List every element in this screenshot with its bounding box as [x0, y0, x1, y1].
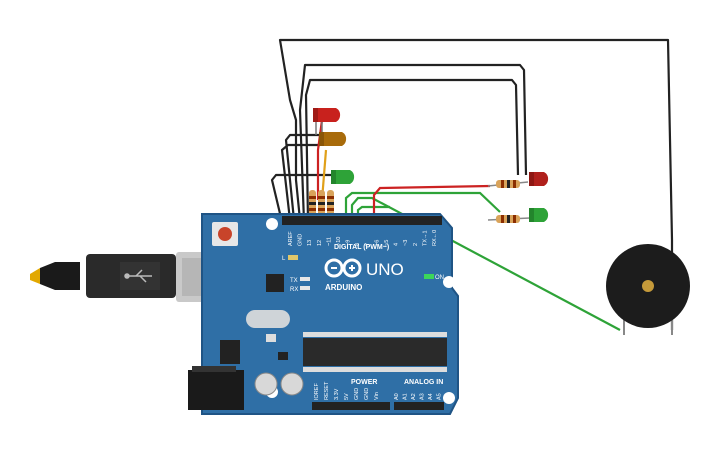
on-indicator [424, 274, 434, 279]
on-label: ON [435, 275, 444, 281]
atmega-chip [303, 332, 447, 372]
pin-label: IOREF [314, 383, 320, 400]
pin-label: 5V [344, 393, 350, 400]
pin-label: A0 [394, 393, 400, 400]
pin-label: TX→1 [422, 230, 428, 246]
uno-label: UNO [366, 260, 404, 279]
small-component-2 [278, 352, 288, 360]
pin-label: ~3 [403, 240, 409, 246]
pin-label: AREF [288, 231, 294, 246]
pin-label: Vin [374, 392, 380, 400]
led-green-right[interactable] [529, 208, 549, 222]
led-green-left[interactable] [331, 170, 355, 184]
wires-red[interactable] [316, 119, 491, 222]
voltage-regulator [220, 340, 240, 364]
usb-chip [266, 274, 284, 292]
pin-label: A2 [411, 393, 417, 400]
arduino-label: ARDUINO [325, 283, 362, 292]
pin-label: ~11 [326, 237, 332, 246]
tx-label: TX [290, 278, 298, 284]
pin-label: RX←0 [432, 230, 438, 246]
digital-label: DIGITAL (PWM~) [334, 244, 389, 251]
resistors-left[interactable] [309, 190, 334, 216]
led-red-left[interactable] [313, 108, 341, 135]
pin-label: GND [354, 388, 360, 400]
capacitors [254, 372, 304, 396]
rx-label: RX [290, 287, 298, 293]
pin-label: GND [298, 234, 304, 246]
pin-label: 13 [307, 240, 313, 246]
pin-label: A3 [420, 393, 426, 400]
usb-icon [124, 269, 152, 283]
header-digital[interactable] [282, 216, 442, 225]
reset-button[interactable] [212, 222, 238, 246]
pin-label: 3.3V [334, 388, 340, 400]
pin-label: 2 [413, 243, 419, 246]
pin-label: ~9 [346, 240, 352, 246]
piezo-buzzer[interactable] [606, 244, 690, 335]
pin-label: RESET [324, 381, 330, 400]
pin-label: ~5 [384, 240, 390, 246]
l-indicator [288, 255, 298, 260]
analog-label: ANALOG IN [404, 379, 443, 386]
tx-indicator [300, 277, 310, 281]
wires-black[interactable] [270, 38, 674, 330]
dc-power-jack[interactable] [188, 366, 244, 410]
led-red-right[interactable] [529, 172, 549, 186]
header-power[interactable] [312, 402, 390, 410]
pin-label: A4 [428, 393, 434, 400]
led-yellow-left[interactable] [319, 132, 347, 146]
arduino-logo [324, 258, 362, 278]
crystal [246, 310, 290, 328]
small-component [266, 334, 276, 342]
pin-label: 8 [355, 243, 361, 246]
pin-label: A1 [403, 393, 409, 400]
pin-label: 4 [394, 243, 400, 246]
pin-label: GND [364, 388, 370, 400]
resistor-right-top[interactable] [487, 180, 529, 188]
pin-label: ~10 [336, 237, 342, 246]
pin-label: A5 [437, 393, 443, 400]
l-label: L [282, 256, 286, 262]
resistor-right-bottom[interactable] [487, 215, 531, 223]
header-analog[interactable] [394, 402, 444, 410]
pin-label: 12 [317, 240, 323, 246]
pin-label: 7 [365, 243, 371, 246]
buzzer-center [642, 280, 654, 292]
pin-label: ~6 [374, 240, 380, 246]
rx-indicator [300, 286, 310, 290]
header-power-pin-labels: IOREF RESET 3.3V 5V GND GND Vin [314, 381, 380, 400]
power-label: POWER [351, 379, 377, 386]
